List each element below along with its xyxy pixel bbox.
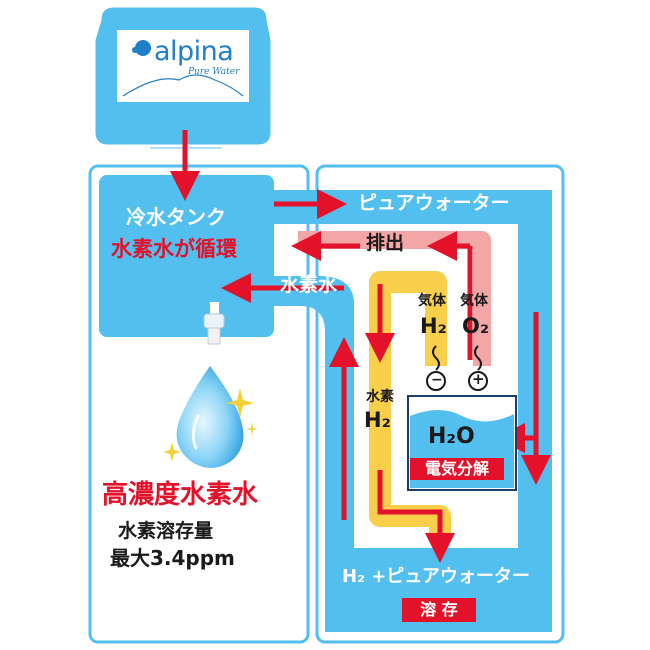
water-formula: H₂O xyxy=(428,424,475,449)
electrolysis-badge: 電気分解 xyxy=(410,458,504,480)
dissolved-amount-label: 水素溶存量 xyxy=(118,520,214,542)
cold-tank-title: 冷水タンク xyxy=(126,205,226,229)
flow-arrows xyxy=(170,130,551,563)
faucet-icon xyxy=(203,302,225,345)
brand-name: alpina xyxy=(154,36,234,67)
gas-o2-label: 気体 xyxy=(460,293,488,309)
mountain-logo-icon xyxy=(122,40,244,97)
h2-formula-top: H₂ xyxy=(420,314,447,338)
exhaust-pipe xyxy=(298,231,491,366)
plus-sign: + xyxy=(472,370,485,388)
high-concentration-label: 高濃度水素水 xyxy=(102,480,259,510)
pure-water-label: ピュアウォーター xyxy=(358,192,510,214)
hydrogen-water-label: 水素水 xyxy=(280,274,338,296)
dissolve-badge: 溶 存 xyxy=(402,598,476,622)
mix-label: H₂ +ピュアウォーター xyxy=(342,566,530,587)
minus-sign: − xyxy=(431,372,443,388)
exhaust-label: 排出 xyxy=(366,232,405,254)
h2-gas-wave xyxy=(432,345,440,371)
plus-electrode-icon xyxy=(468,371,488,391)
circulation-label: 水素水が循環 xyxy=(111,237,237,261)
gas-h2-label: 気体 xyxy=(418,293,446,309)
minus-electrode-icon xyxy=(426,371,446,391)
o2-gas-wave xyxy=(474,345,482,371)
o2-formula-top: O₂ xyxy=(462,314,490,338)
hydrogen-label: 水素 xyxy=(366,389,394,405)
sparkle-icon xyxy=(163,388,258,462)
brand-tagline: Pure Water xyxy=(188,67,240,77)
hydrogen-formula: H₂ xyxy=(364,408,391,432)
water-drop-icon xyxy=(176,366,244,468)
dissolved-amount-value: 最大3.4ppm xyxy=(110,546,235,570)
water-channel xyxy=(274,190,552,632)
